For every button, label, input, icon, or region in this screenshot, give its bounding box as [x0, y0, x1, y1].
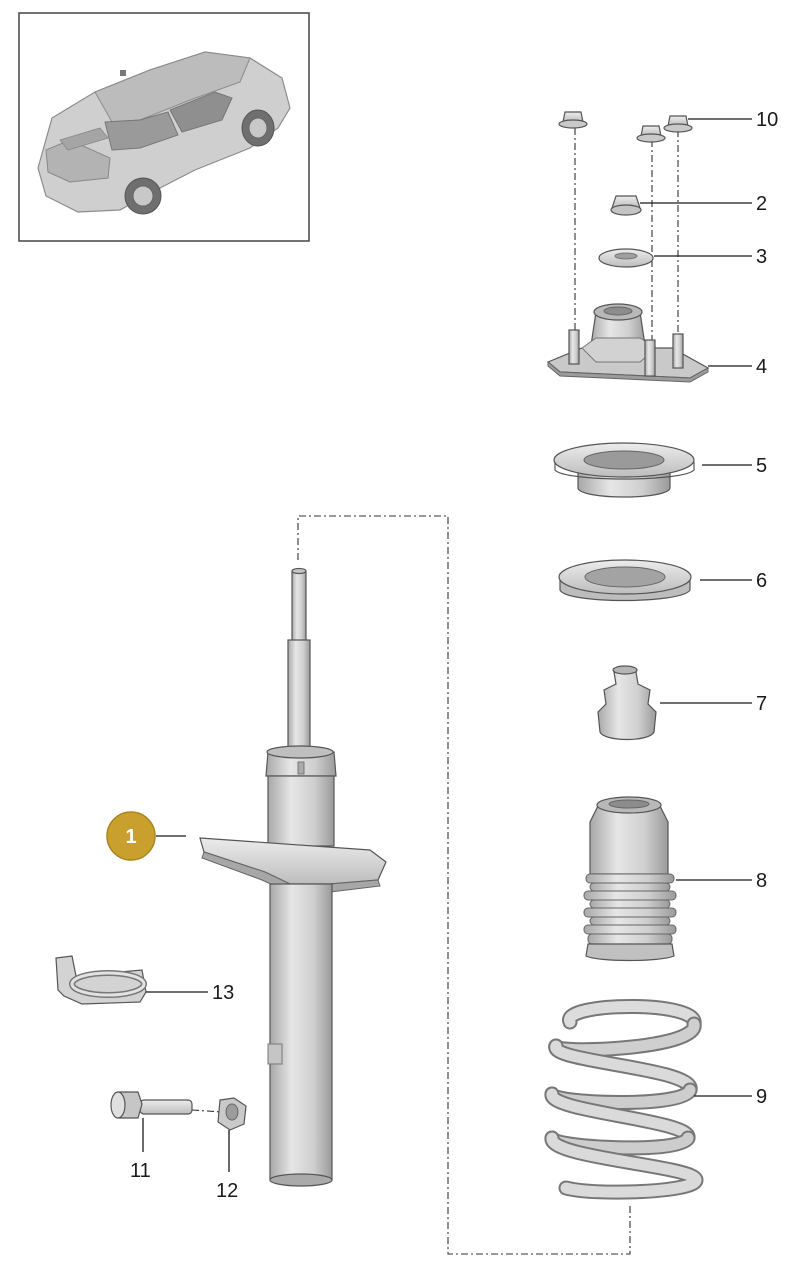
part-1-badge[interactable]: 1: [106, 811, 156, 861]
callout-10: 10: [756, 109, 778, 131]
callout-6: 6: [756, 570, 767, 592]
part-6-spring-pad: [558, 559, 692, 602]
part-11-bolt: [110, 1091, 193, 1119]
leader-lines: [142, 118, 752, 1172]
callout-13: 13: [212, 982, 234, 1004]
callout-9: 9: [756, 1086, 767, 1108]
callout-1: 1: [125, 826, 136, 848]
callout-7: 7: [756, 693, 767, 715]
car-thumbnail-icon: [37, 51, 291, 215]
callout-5: 5: [756, 455, 767, 477]
callout-2: 2: [756, 193, 767, 215]
part-12-nut: [217, 1097, 247, 1131]
part-10-nuts: [558, 111, 693, 143]
part-4-strut-mount: [546, 303, 710, 383]
part-1-shock-absorber: [199, 567, 387, 1187]
part-5-spring-seat: [553, 442, 695, 498]
assembly-lines: [191, 128, 679, 1255]
callouts: 10 2 3 4 5 6 7 8 9 13 11 12: [130, 109, 778, 1202]
part-2-nut: [610, 195, 642, 216]
callout-3: 3: [756, 246, 767, 268]
part-9-coil-spring: [544, 999, 704, 1200]
vehicle-thumbnail: [18, 12, 310, 242]
callout-4: 4: [756, 356, 767, 378]
callout-11: 11: [130, 1160, 151, 1182]
part-13-clamp: [55, 955, 147, 1005]
callout-12: 12: [216, 1180, 238, 1202]
part-3-washer: [598, 248, 654, 268]
part-7-bump-stop: [597, 665, 657, 741]
part-8-boot: [583, 796, 677, 962]
callout-8: 8: [756, 870, 767, 892]
